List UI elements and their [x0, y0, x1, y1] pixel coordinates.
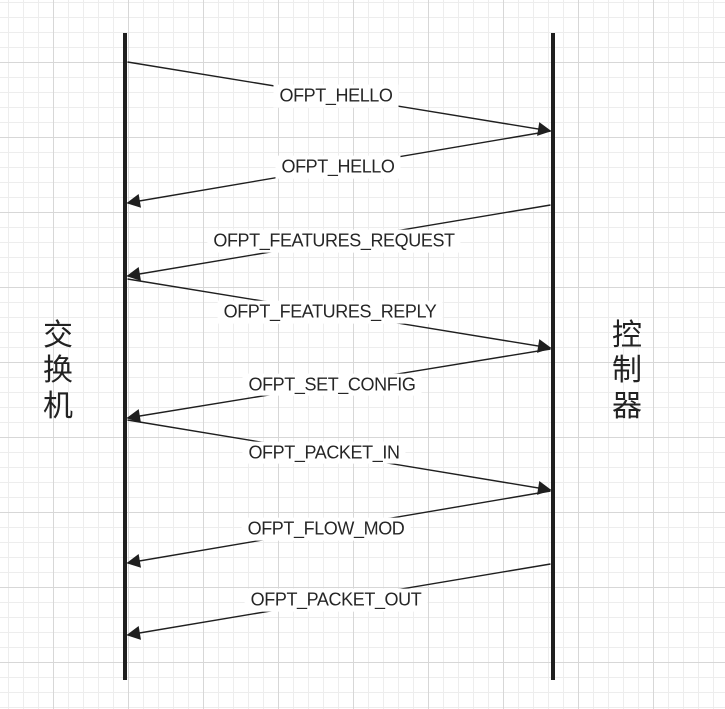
message-label-1: OFPT_HELLO	[275, 155, 401, 179]
message-label-5: OFPT_PACKET_IN	[242, 441, 406, 464]
message-label-7: OFPT_PACKET_OUT	[244, 588, 428, 612]
message-label-0: OFPT_HELLO	[273, 84, 399, 108]
actor-switch-label: 交换机	[43, 319, 73, 423]
actor-controller-label: 控制器	[612, 319, 642, 423]
message-label-6: OFPT_FLOW_MOD	[241, 517, 411, 541]
message-label-3: OFPT_FEATURES_REPLY	[217, 300, 443, 324]
message-label-4: OFPT_SET_CONFIG	[242, 373, 422, 396]
message-label-2: OFPT_FEATURES_REQUEST	[207, 229, 461, 253]
